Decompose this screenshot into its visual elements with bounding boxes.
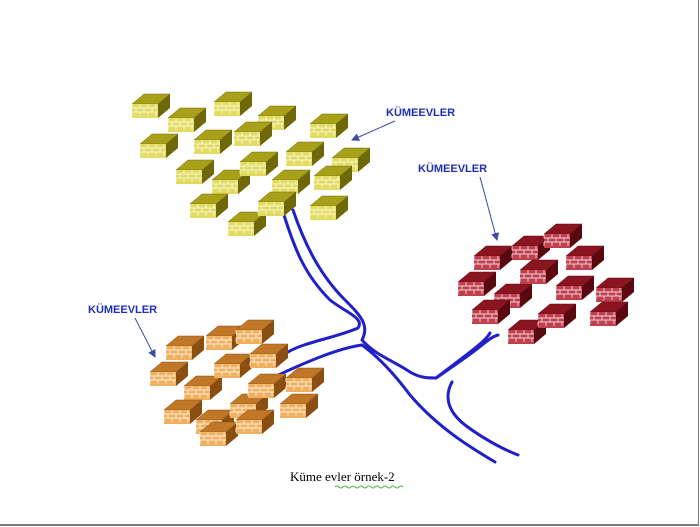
brick-house-icon [165,335,205,360]
arrow-icon [479,176,500,241]
river-lower-branch-a [270,343,497,464]
brick-house-icon [131,93,171,118]
brick-house-icon [285,141,325,166]
brick-house-icon [471,299,511,324]
label-group-c: KÜMEEVLER [88,303,157,358]
river-bank-right [291,208,438,380]
house-cluster-red [457,223,635,344]
brick-house-icon [213,353,253,378]
house-cluster-orange [149,319,325,446]
brick-house-icon [239,151,279,176]
brick-house-icon [149,361,189,386]
brick-house-icon [309,195,349,220]
brick-house-icon [285,367,325,392]
brick-house-icon [537,303,577,328]
brick-house-icon [589,301,629,326]
brick-house-icon [235,409,275,434]
brick-house-icon [457,271,497,296]
brick-house-icon [183,375,223,400]
brick-house-icon [235,319,275,344]
brick-house-icon [519,259,559,284]
brick-house-icon [247,373,287,398]
brick-house-icon [473,245,513,270]
label-group-a: KÜMEEVLER [351,106,455,141]
brick-house-icon [193,129,233,154]
brick-house-icon [309,113,349,138]
arrow-icon [134,317,156,358]
brick-house-icon [543,223,583,248]
brick-house-icon [279,393,319,418]
diagram-caption: Küme evler örnek-2 [290,469,395,484]
river-branch-upper-d [434,331,492,380]
brick-house-icon [163,399,203,424]
brick-house-icon [565,245,605,270]
river [270,208,520,464]
brick-house-icon [249,343,289,368]
brick-house-icon [227,211,267,236]
brick-house-icon [595,277,635,302]
cluster-label-b: KÜMEEVLER [418,162,487,175]
brick-house-icon [257,191,297,216]
river-lower-branch-c [446,380,520,457]
cluster-label-a: KÜMEEVLER [386,106,455,119]
brick-house-icon [555,275,595,300]
arrow-icon [351,120,396,141]
caption-underline [334,485,404,489]
brick-house-icon [189,193,229,218]
label-group-b: KÜMEEVLER [418,162,500,241]
brick-house-icon [233,121,273,146]
brick-house-icon [313,165,353,190]
river-bank-left [282,213,361,354]
brick-house-icon [175,159,215,184]
brick-house-icon [199,421,239,446]
brick-house-icon [213,91,253,116]
brick-house-icon [271,169,311,194]
cluster-label-c: KÜMEEVLER [88,303,157,316]
house-cluster-olive [131,91,371,236]
brick-house-icon [167,107,207,132]
brick-house-icon [139,133,179,158]
